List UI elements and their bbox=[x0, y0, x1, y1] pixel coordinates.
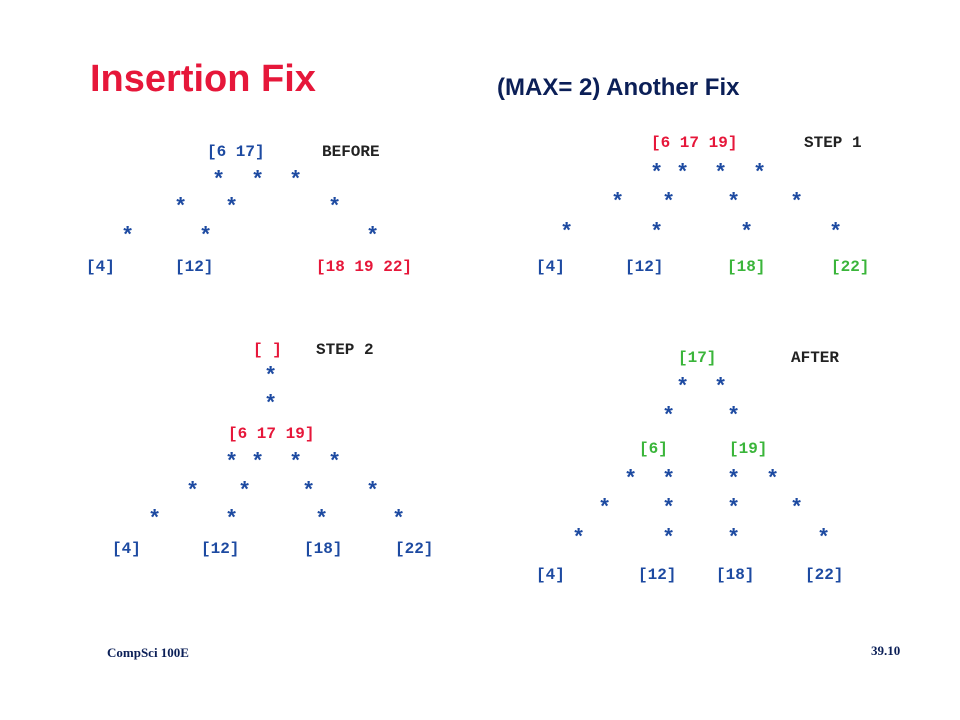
after-left-child-node: [6] bbox=[639, 440, 668, 458]
before-overfull-leaf-node: [18 19 22] bbox=[316, 258, 413, 276]
tree-edge: * bbox=[650, 161, 664, 186]
tree-edge: * bbox=[212, 168, 226, 193]
tree-edge: * bbox=[740, 220, 754, 245]
tree-edge: * bbox=[790, 190, 804, 215]
tree-edge: * bbox=[251, 168, 265, 193]
tree-edge: * bbox=[289, 168, 303, 193]
step1-leaf-node: [12] bbox=[625, 258, 664, 276]
tree-edge: * bbox=[328, 195, 342, 220]
after-leaf-node: [12] bbox=[638, 566, 677, 584]
step2-leaf-node: [18] bbox=[304, 540, 343, 558]
step2-leaf-node: [12] bbox=[201, 540, 240, 558]
tree-edge: * bbox=[174, 195, 188, 220]
footer-course-name: CompSci 100E bbox=[107, 645, 189, 660]
tree-edge: * bbox=[264, 364, 278, 389]
tree-edge: * bbox=[560, 220, 574, 245]
tree-edge: * bbox=[366, 479, 380, 504]
footer-slide-number: 39.10 bbox=[871, 643, 901, 658]
before-leaf-node: [12] bbox=[175, 258, 214, 276]
tree-edge: * bbox=[302, 479, 316, 504]
tree-edge: * bbox=[753, 161, 767, 186]
slide-subtitle: (MAX= 2) Another Fix bbox=[497, 74, 740, 101]
step2-leaf-node: [4] bbox=[112, 540, 141, 558]
tree-edge: * bbox=[676, 161, 690, 186]
tree-edge: * bbox=[572, 526, 586, 551]
step2-new-root-node: [ ] bbox=[253, 341, 282, 359]
tree-edge: * bbox=[727, 526, 741, 551]
step1-split-leaf-node: [22] bbox=[831, 258, 870, 276]
tree-edge: * bbox=[662, 467, 676, 492]
tree-edge: * bbox=[714, 161, 728, 186]
tree-edge: * bbox=[264, 392, 278, 417]
after-leaf-node: [22] bbox=[805, 566, 844, 584]
tree-edge: * bbox=[662, 404, 676, 429]
tree-edge: * bbox=[817, 526, 831, 551]
tree-edge: * bbox=[225, 507, 239, 532]
tree-edge: * bbox=[766, 467, 780, 492]
tree-edge: * bbox=[238, 479, 252, 504]
step2-middle-node: [6 17 19] bbox=[228, 425, 315, 443]
tree-edge: * bbox=[676, 375, 690, 400]
tree-edge: * bbox=[251, 450, 265, 475]
tree-edge: * bbox=[714, 375, 728, 400]
tree-edge: * bbox=[315, 507, 329, 532]
tree-edge: * bbox=[366, 224, 380, 249]
tree-edge: * bbox=[662, 190, 676, 215]
tree-edge: * bbox=[199, 224, 213, 249]
tree-edge: * bbox=[392, 507, 406, 532]
tree-edge: * bbox=[662, 526, 676, 551]
slide-title: Insertion Fix bbox=[90, 58, 316, 100]
tree-edge: * bbox=[829, 220, 843, 245]
tree-edge: * bbox=[727, 467, 741, 492]
step1-leaf-node: [4] bbox=[536, 258, 565, 276]
step1-split-leaf-node: [18] bbox=[727, 258, 766, 276]
tree-edge: * bbox=[148, 507, 162, 532]
before-label: BEFORE bbox=[322, 143, 380, 161]
tree-edge: * bbox=[186, 479, 200, 504]
tree-edge: * bbox=[121, 224, 135, 249]
tree-edge: * bbox=[225, 195, 239, 220]
tree-edge: * bbox=[727, 404, 741, 429]
step2-label: STEP 2 bbox=[316, 341, 374, 359]
tree-edge: * bbox=[624, 467, 638, 492]
tree-edge: * bbox=[225, 450, 239, 475]
tree-edge: * bbox=[598, 496, 612, 521]
tree-edge: * bbox=[650, 220, 664, 245]
tree-edge: * bbox=[328, 450, 342, 475]
tree-edge: * bbox=[289, 450, 303, 475]
tree-edge: * bbox=[727, 190, 741, 215]
before-leaf-node: [4] bbox=[86, 258, 115, 276]
step1-root-node: [6 17 19] bbox=[651, 134, 738, 152]
after-leaf-node: [18] bbox=[716, 566, 755, 584]
tree-edge: * bbox=[790, 496, 804, 521]
after-root-node: [17] bbox=[678, 349, 717, 367]
after-right-child-node: [19] bbox=[729, 440, 768, 458]
before-root-node: [6 17] bbox=[207, 143, 265, 161]
after-leaf-node: [4] bbox=[536, 566, 565, 584]
tree-edge: * bbox=[662, 496, 676, 521]
step1-label: STEP 1 bbox=[804, 134, 862, 152]
tree-edge: * bbox=[611, 190, 625, 215]
step2-leaf-node: [22] bbox=[395, 540, 434, 558]
after-label: AFTER bbox=[791, 349, 840, 367]
tree-edge: * bbox=[727, 496, 741, 521]
